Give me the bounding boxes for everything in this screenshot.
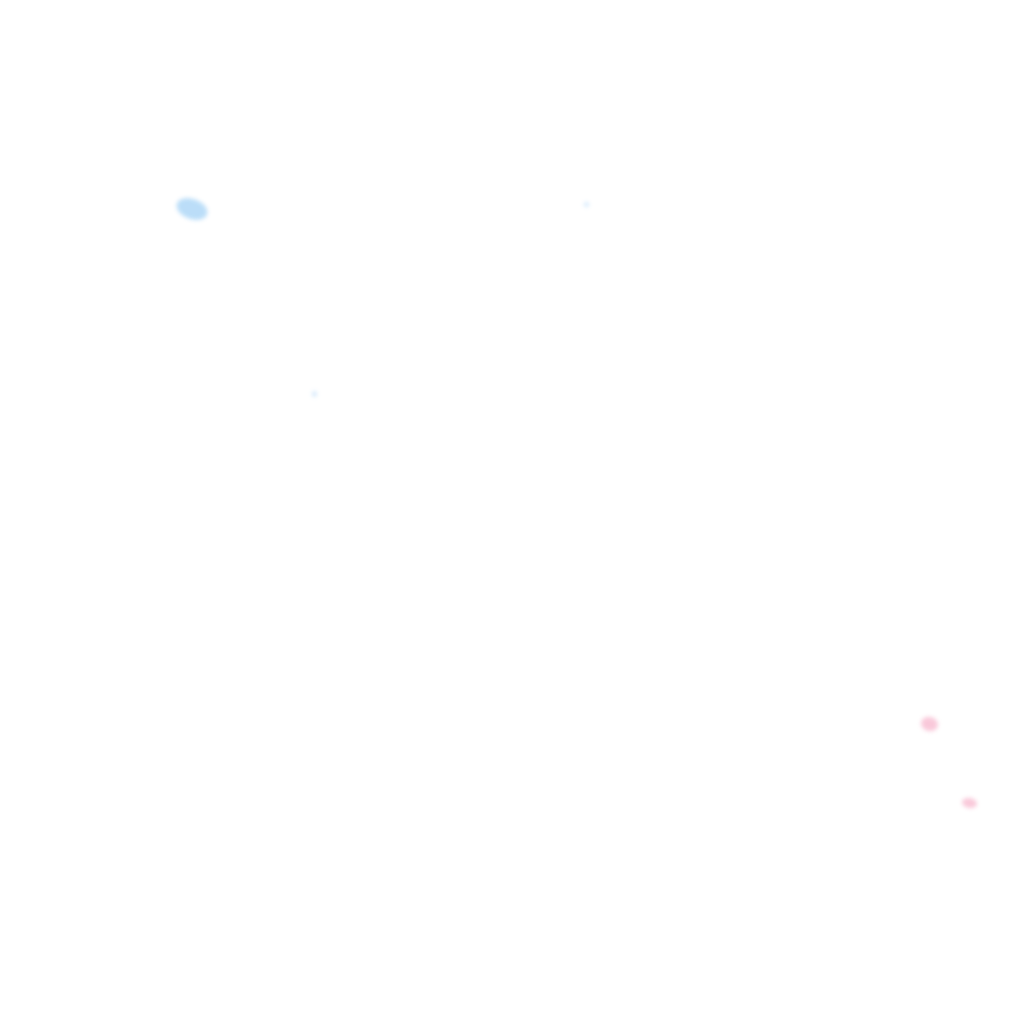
blue-dot-mid [312,391,317,397]
pink-blob-lower [961,796,978,810]
pink-blob-upper [919,715,940,733]
blue-blob-large [173,194,211,224]
blue-dot-top [584,202,589,207]
